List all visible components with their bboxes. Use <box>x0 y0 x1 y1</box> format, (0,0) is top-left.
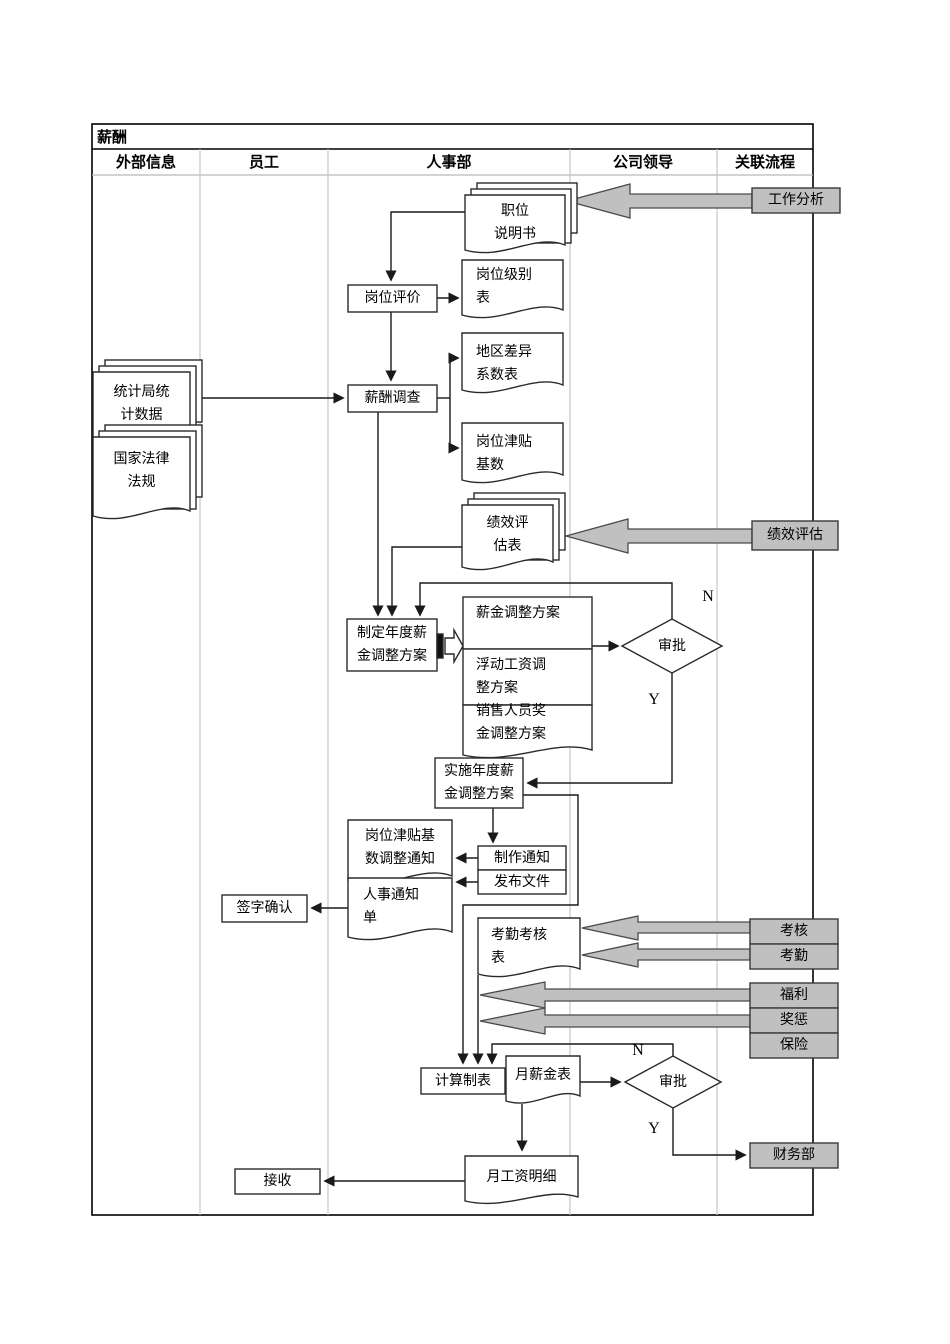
column-header-leadership: 公司领导 <box>612 153 673 171</box>
monthly-salary-label: 月薪金表 <box>515 1067 571 1083</box>
hr-notice-label: 人事通知 单 <box>363 888 419 926</box>
reward-label: 奖惩 <box>780 1013 808 1028</box>
floating-wage-plan-label: 浮动工资调 整方案 <box>476 658 546 696</box>
approval2-label: 审批 <box>659 1074 687 1090</box>
reward-arrow <box>479 1007 751 1035</box>
block-arrow-tail <box>436 633 444 659</box>
connector-survey-to-allowance <box>448 398 460 454</box>
sign-confirm-box <box>221 894 308 923</box>
connector-survey-to-regional <box>448 352 460 398</box>
issue-document-box <box>477 869 567 895</box>
connector-approval2-no-loop <box>486 1043 674 1065</box>
approval2-yes-label: Y <box>648 1119 660 1137</box>
attendance-label: 考勤 <box>780 949 808 964</box>
attendance-assessment-doc <box>477 917 581 978</box>
position-evaluation-box <box>347 284 438 313</box>
issue-document-label: 发布文件 <box>494 874 550 890</box>
regional-coefficient-doc <box>461 332 564 394</box>
allowance-notice-label: 岗位津贴基 数调整通知 <box>365 829 435 867</box>
performance-eval-arrow <box>563 518 753 554</box>
column-header-external-info: 外部信息 <box>115 153 176 171</box>
insurance-label: 保险 <box>780 1038 808 1053</box>
connector-approval2-yes-to-finance <box>672 1108 747 1161</box>
sales-bonus-plan-doc <box>462 704 593 759</box>
connectors <box>190 211 747 1187</box>
receive-label: 接收 <box>263 1174 292 1189</box>
welfare-arrow <box>479 981 751 1009</box>
performance-evaluation-label: 绩效评估 <box>767 528 823 543</box>
receive-box <box>234 1168 321 1195</box>
assessment-label: 考核 <box>780 924 808 939</box>
connector-approval1-yes-to-implement <box>526 673 673 789</box>
insurance-box <box>749 1032 839 1059</box>
attendance-arrow <box>581 942 751 968</box>
approval2-diamond <box>623 1055 723 1109</box>
salary-survey-label: 薪酬调查 <box>364 391 421 406</box>
national-laws-doc <box>92 436 191 520</box>
draft-plan-label: 制定年度薪 金调整方案 <box>357 626 427 664</box>
approval2-no-label: N <box>632 1041 644 1059</box>
performance-eval-form-label: 绩效评 估表 <box>486 516 529 554</box>
column-header-hr-dept: 人事部 <box>426 153 472 171</box>
assessment-box <box>749 918 839 945</box>
stats-bureau-label: 统计局统 计数据 <box>113 385 170 423</box>
work-analysis-box <box>751 187 841 214</box>
monthly-wage-detail-label: 月工资明细 <box>486 1169 557 1185</box>
connector-jobdesc-to-evaluation <box>385 211 465 282</box>
sign-confirm-label: 签字确认 <box>236 901 293 916</box>
related-process-arrows <box>479 183 753 1035</box>
hr-notice-doc <box>347 877 453 941</box>
page-title: 薪酬 <box>97 128 128 146</box>
work-analysis-label: 工作分析 <box>768 193 824 208</box>
calc-tabulate-box <box>420 1067 506 1095</box>
related-process-boxes <box>749 187 841 1169</box>
position-grade-label: 岗位级别 表 <box>476 268 532 306</box>
connector-implement-to-calc <box>457 794 579 1065</box>
make-notice-label: 制作通知 <box>494 850 550 866</box>
salary-survey-box <box>347 384 438 413</box>
work-analysis-arrow <box>564 183 753 219</box>
column-header-related-process: 关联流程 <box>734 153 795 171</box>
performance-eval-box <box>751 520 839 551</box>
position-allowance-doc <box>461 422 564 484</box>
approval1-yes-label: Y <box>648 690 660 708</box>
performance-eval-doc <box>461 504 554 571</box>
implement-plan-label: 实施年度薪 金调整方案 <box>444 764 514 802</box>
assessment-arrow <box>581 915 751 941</box>
finance-dept-box <box>749 1142 839 1169</box>
attendance-box <box>749 943 839 970</box>
salary-adjust-plan-doc <box>462 596 593 650</box>
reward-box <box>749 1007 839 1034</box>
connector-perfform-to-draftplan <box>386 546 462 617</box>
finance-dept-label: 财务部 <box>773 1148 815 1163</box>
national-laws-label: 国家法律 法规 <box>113 452 170 490</box>
flow-shapes <box>92 182 724 1205</box>
sales-bonus-plan-label: 销售人员奖 金调整方案 <box>476 704 546 742</box>
monthly-salary-doc <box>505 1055 581 1104</box>
approval1-label: 审批 <box>658 638 686 654</box>
position-allowance-label: 岗位津贴 基数 <box>476 435 532 473</box>
floating-wage-plan-doc <box>462 648 593 706</box>
connector-approval1-no-loop <box>414 582 673 619</box>
welfare-label: 福利 <box>780 988 808 1003</box>
calc-tabulate-label: 计算制表 <box>435 1073 491 1089</box>
swimlane-grid <box>91 123 814 1216</box>
position-grade-doc <box>461 259 564 319</box>
approval1-diamond <box>620 618 724 674</box>
job-description-label: 职位 说明书 <box>494 204 536 242</box>
block-arrow <box>444 627 464 665</box>
position-evaluation-label: 岗位评价 <box>364 291 421 306</box>
job-description-doc <box>464 194 566 254</box>
regional-coefficient-label: 地区差异 系数表 <box>476 345 532 383</box>
salary-adjust-plan-label: 薪金调整方案 <box>476 606 560 621</box>
monthly-wage-detail-doc <box>464 1155 579 1205</box>
draft-plan-box <box>346 618 438 672</box>
approval1-no-label: N <box>702 587 714 605</box>
implement-plan-box <box>434 757 524 809</box>
column-header-employee: 员工 <box>248 153 279 171</box>
attendance-assessment-label: 考勤考核 表 <box>491 928 547 966</box>
